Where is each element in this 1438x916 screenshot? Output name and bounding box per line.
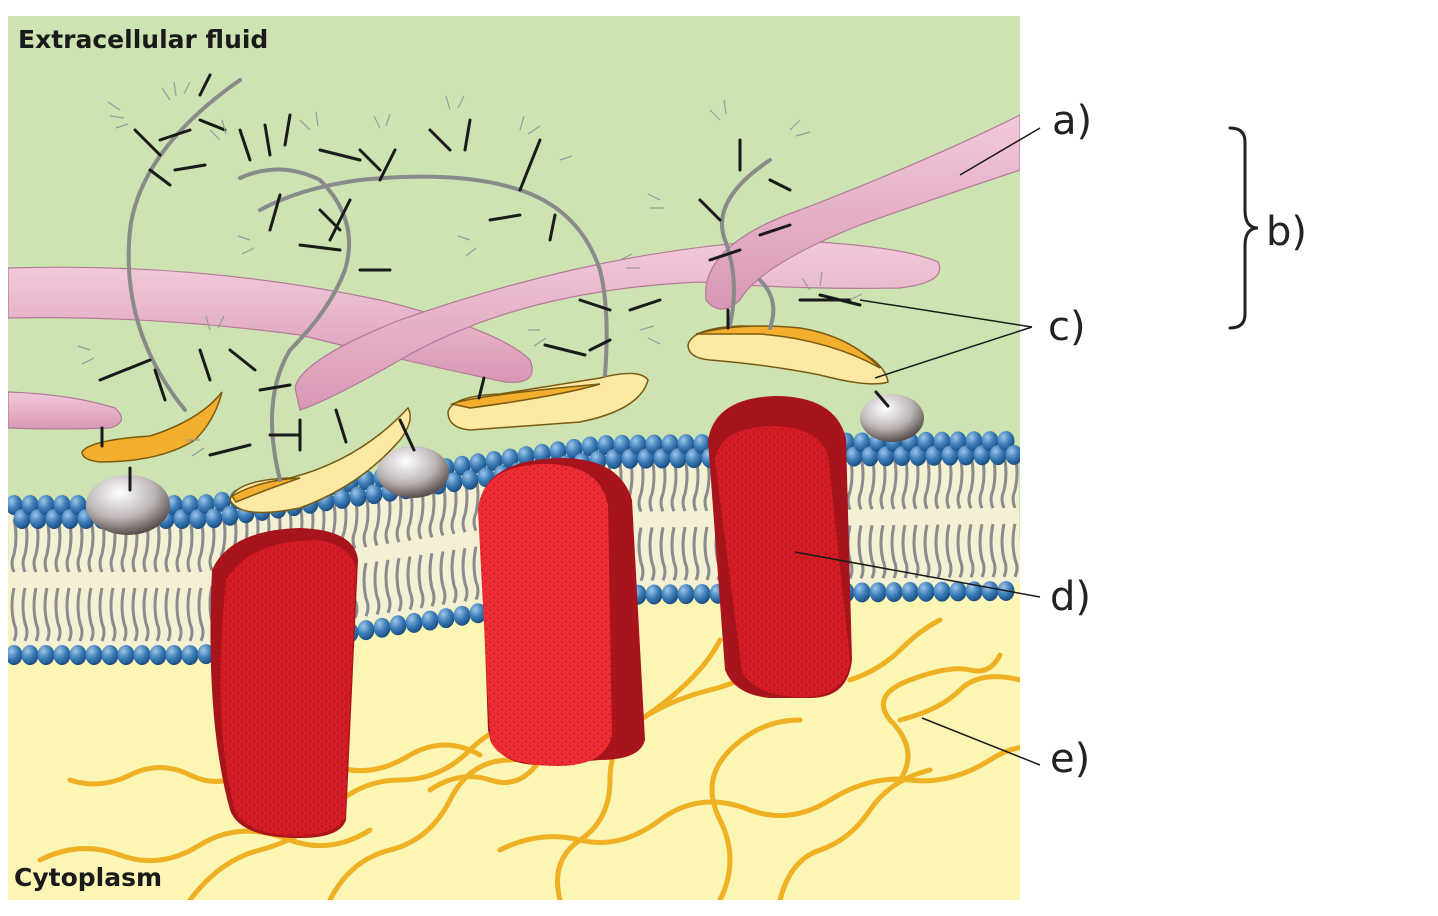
integral-protein: [478, 458, 645, 766]
label-leader-lines: [794, 127, 1041, 766]
integral-protein: [210, 528, 358, 838]
integral-protein: [708, 396, 852, 698]
cholesterol-molecules: [86, 394, 924, 535]
label-e: e): [1050, 736, 1090, 782]
carbohydrate-sidechains: [98, 73, 890, 492]
glycoprotein-chains: [8, 114, 1020, 430]
extracellular-fluid-label: Extracellular fluid: [18, 25, 268, 54]
bracket-b: [1228, 126, 1259, 330]
label-a: a): [1052, 98, 1092, 144]
carbohydrate-fuzz: [77, 81, 863, 457]
cytoplasm-label: Cytoplasm: [14, 863, 162, 892]
carbohydrate-branches: [126, 78, 776, 482]
glycolipid-bases: [81, 325, 889, 514]
label-d: d): [1050, 574, 1091, 620]
diagram-panel: [8, 16, 1020, 900]
label-c: c): [1048, 304, 1086, 350]
label-b: b): [1266, 209, 1307, 255]
